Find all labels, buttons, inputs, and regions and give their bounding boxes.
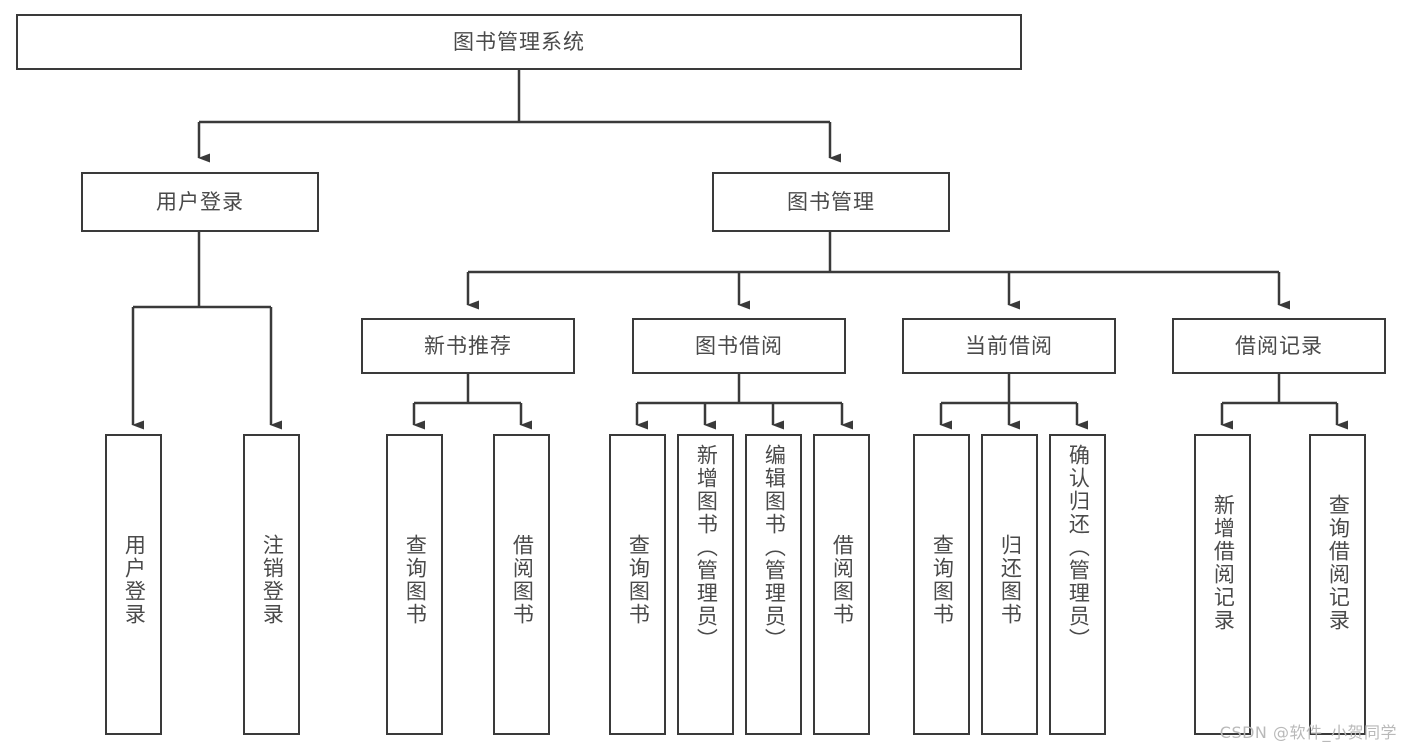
node-label: 查询图书	[403, 534, 428, 626]
node-user-login[interactable]: 用户登录	[81, 172, 319, 232]
node-label: 图书借阅	[695, 333, 783, 358]
node-label: 图书管理	[787, 189, 875, 214]
node-root-book-management-system[interactable]: 图书管理系统	[16, 14, 1022, 70]
node-label: 归还图书	[998, 534, 1023, 626]
node-label: 用户登录	[122, 534, 147, 626]
leaf-user-login-login[interactable]: 用户登录	[105, 434, 162, 735]
leaf-current-borrow-return-book[interactable]: 归还图书	[981, 434, 1038, 735]
node-label: 查询图书	[930, 534, 955, 626]
node-current-borrow[interactable]: 当前借阅	[902, 318, 1116, 374]
node-label: 查询借阅记录	[1326, 494, 1351, 632]
node-book-borrow[interactable]: 图书借阅	[632, 318, 846, 374]
leaf-book-borrow-add-book-admin[interactable]: 新增图书（管理员）	[677, 434, 734, 735]
leaf-new-book-query-book[interactable]: 查询图书	[386, 434, 443, 735]
leaf-current-borrow-confirm-return-admin[interactable]: 确认归还（管理员）	[1049, 434, 1106, 735]
node-label: 借阅图书	[830, 534, 855, 626]
node-new-book-recommend[interactable]: 新书推荐	[361, 318, 575, 374]
leaf-user-login-logout[interactable]: 注销登录	[243, 434, 300, 735]
node-label: 当前借阅	[965, 333, 1053, 358]
node-book-management[interactable]: 图书管理	[712, 172, 950, 232]
leaf-book-borrow-borrow-book[interactable]: 借阅图书	[813, 434, 870, 735]
node-borrow-record[interactable]: 借阅记录	[1172, 318, 1386, 374]
node-label: 借阅记录	[1235, 333, 1323, 358]
node-label: 新书推荐	[424, 333, 512, 358]
node-label: 确认归还（管理员）	[1066, 444, 1091, 651]
leaf-current-borrow-query-book[interactable]: 查询图书	[913, 434, 970, 735]
node-label: 图书管理系统	[453, 29, 585, 54]
leaf-borrow-record-add-record[interactable]: 新增借阅记录	[1194, 434, 1251, 735]
node-label: 查询图书	[626, 534, 651, 626]
node-label: 新增图书（管理员）	[694, 444, 719, 651]
leaf-borrow-record-query-record[interactable]: 查询借阅记录	[1309, 434, 1366, 735]
node-label: 用户登录	[156, 189, 244, 214]
node-label: 借阅图书	[510, 534, 535, 626]
leaf-book-borrow-edit-book-admin[interactable]: 编辑图书（管理员）	[745, 434, 802, 735]
leaf-new-book-borrow-book[interactable]: 借阅图书	[493, 434, 550, 735]
node-label: 注销登录	[260, 534, 285, 626]
node-label: 新增借阅记录	[1211, 494, 1236, 632]
node-label: 编辑图书（管理员）	[762, 444, 787, 651]
watermark-text: CSDN @软件_小贺同学	[1219, 723, 1397, 742]
leaf-book-borrow-query-book[interactable]: 查询图书	[609, 434, 666, 735]
